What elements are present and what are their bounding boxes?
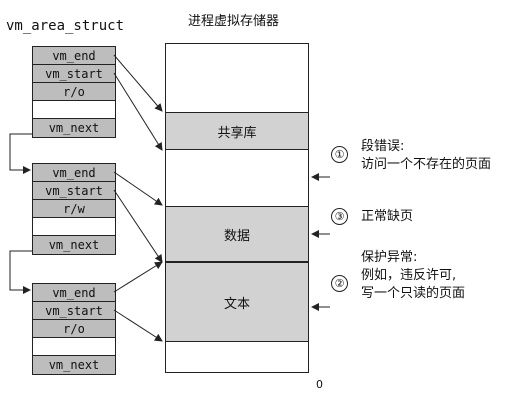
field-vm-end: vm_end (33, 284, 115, 302)
virtual-memory-column: 共享库 数据 文本 (165, 43, 309, 373)
field-vm-start: vm_start (33, 182, 115, 200)
field-vm-end: vm_end (33, 47, 115, 65)
annotation-circle-3: ③ (331, 208, 348, 225)
arrow-s3-start (113, 309, 163, 342)
field-vm-next: vm_next (33, 236, 115, 254)
arrow-s1-end (113, 54, 163, 112)
link-s2-to-s3 (9, 250, 32, 294)
field-vm-start: vm_start (33, 302, 115, 320)
field-blank (33, 338, 115, 356)
segment-shared-lib: 共享库 (166, 112, 308, 150)
annotation-3-line-1: 正常缺页 (361, 209, 414, 224)
annotation-2-line-1: 保护异常: (361, 250, 418, 265)
arrow-s3-end (113, 261, 163, 293)
segment-text-label: 文本 (223, 296, 250, 312)
arrow-s2-start (113, 189, 163, 263)
address-zero-label: 0 (316, 378, 323, 391)
annotation-2-line-2: 例如，违反许可, (361, 268, 457, 283)
field-permission: r/o (33, 83, 115, 101)
arrow-s1-start (113, 72, 163, 151)
annotation-2-line-3: 写一个只读的页面 (361, 286, 466, 301)
field-blank (33, 218, 115, 236)
segment-text: 文本 (166, 262, 308, 342)
field-permission: r/w (33, 200, 115, 218)
field-vm-next: vm_next (33, 119, 115, 137)
segment-data-label: 数据 (223, 228, 250, 244)
vm-area-struct-1: vm_end vm_start r/o vm_next (32, 46, 116, 138)
vm-area-struct-2: vm_end vm_start r/w vm_next (32, 163, 116, 255)
annotation-1-line-2: 访问一个不存在的页面 (361, 157, 492, 172)
link-s1-to-s2 (9, 133, 32, 174)
memory-title: 进程虚拟存储器 (188, 14, 280, 29)
segment-data: 数据 (166, 206, 308, 262)
field-permission: r/o (33, 320, 115, 338)
struct-title: vm_area_struct (6, 18, 125, 34)
arrow-s2-end (113, 171, 163, 206)
field-blank (33, 101, 115, 119)
field-vm-next: vm_next (33, 356, 115, 374)
annotation-circle-1: ① (331, 146, 348, 163)
field-vm-end: vm_end (33, 164, 115, 182)
annotation-circle-2: ② (331, 275, 348, 292)
annotation-1-line-1: 段错误: (361, 139, 405, 154)
segment-shared-lib-label: 共享库 (217, 125, 257, 141)
vm-area-struct-3: vm_end vm_start r/o vm_next (32, 283, 116, 375)
field-vm-start: vm_start (33, 65, 115, 83)
